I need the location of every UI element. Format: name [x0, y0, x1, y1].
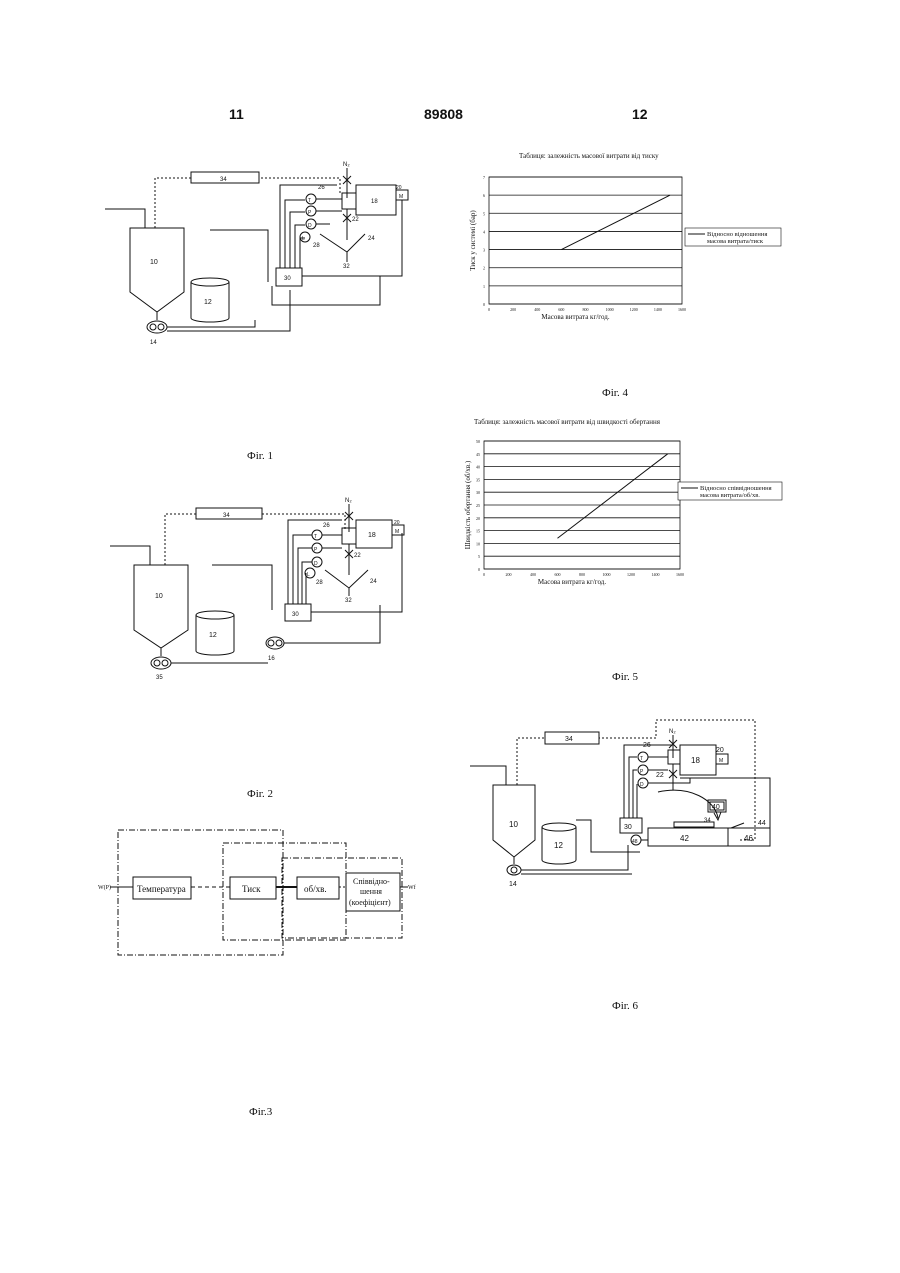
- svg-text:18: 18: [691, 756, 700, 765]
- svg-text:48: 48: [632, 839, 638, 845]
- svg-text:46: 46: [744, 834, 753, 843]
- svg-text:14: 14: [509, 881, 517, 888]
- svg-text:22: 22: [656, 772, 664, 779]
- svg-text:N₂: N₂: [669, 729, 676, 735]
- svg-text:12: 12: [554, 841, 563, 850]
- svg-text:44: 44: [758, 820, 766, 827]
- svg-text:34: 34: [704, 818, 711, 824]
- svg-text:D: D: [640, 782, 644, 788]
- svg-text:T: T: [640, 756, 643, 762]
- svg-text:30: 30: [624, 824, 632, 831]
- svg-text:40: 40: [712, 804, 720, 811]
- svg-text:26: 26: [643, 742, 651, 749]
- svg-text:10: 10: [509, 820, 518, 829]
- svg-text:M: M: [719, 758, 723, 764]
- svg-text:34: 34: [565, 736, 573, 743]
- svg-text:42: 42: [680, 834, 689, 843]
- caption-fig6: Фіг. 6: [612, 1000, 638, 1012]
- svg-text:20: 20: [716, 747, 724, 754]
- svg-text:P: P: [640, 769, 644, 775]
